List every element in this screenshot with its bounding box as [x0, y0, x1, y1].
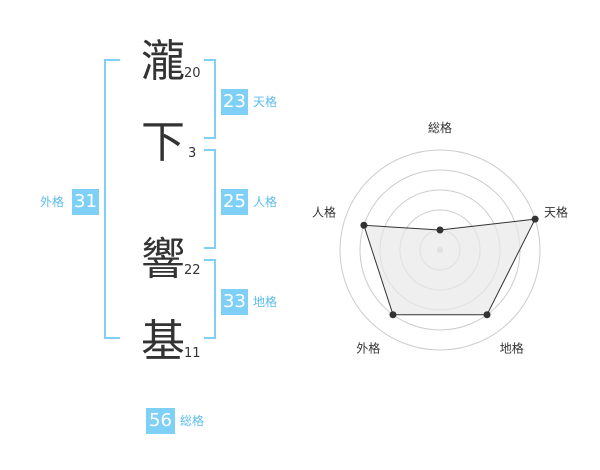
name-char-1: 瀧 [141, 36, 185, 87]
radar-point-4 [389, 311, 397, 319]
radar-ring-5 [339, 149, 541, 351]
jinkaku-label: 人格 [253, 195, 278, 209]
stroke-count-1: 20 [184, 66, 201, 81]
gaikaku-bracket [104, 59, 120, 339]
chikaku-bracket [204, 259, 216, 339]
radar-point-3 [483, 311, 491, 319]
name-char-2: 下 [141, 117, 185, 168]
radar-point-5 [360, 221, 368, 229]
radar-axis-label-4: 外格 [356, 341, 380, 356]
name-char-4: 基 [141, 316, 185, 367]
chikaku-label: 地格 [253, 295, 278, 309]
jinkaku-bracket [204, 149, 216, 249]
tenkaku-value-badge: 23 [221, 89, 248, 115]
stroke-count-4: 11 [184, 346, 201, 361]
radar-data-polygon [363, 218, 536, 316]
stroke-count-2: 3 [188, 146, 197, 161]
tenkaku-label: 天格 [253, 95, 278, 109]
soukaku-label: 総格 [180, 414, 205, 428]
chikaku-value-badge: 33 [221, 289, 248, 315]
jinkaku-value-badge: 25 [221, 189, 248, 215]
gaikaku-value-badge: 31 [72, 189, 99, 215]
radar-axis-label-2: 天格 [544, 204, 568, 219]
tenkaku-bracket [204, 59, 216, 139]
radar-axis-label-3: 地格 [500, 341, 524, 356]
stroke-count-3: 22 [184, 263, 201, 278]
soukaku-value-badge: 56 [146, 408, 175, 434]
radar-point-2 [531, 215, 539, 223]
radar-axis-label-1: 総格 [428, 120, 452, 135]
radar-point-1 [436, 226, 444, 234]
radar-axis-label-5: 人格 [312, 204, 336, 219]
name-char-3: 響 [141, 234, 185, 285]
gaikaku-label: 外格 [40, 195, 65, 209]
